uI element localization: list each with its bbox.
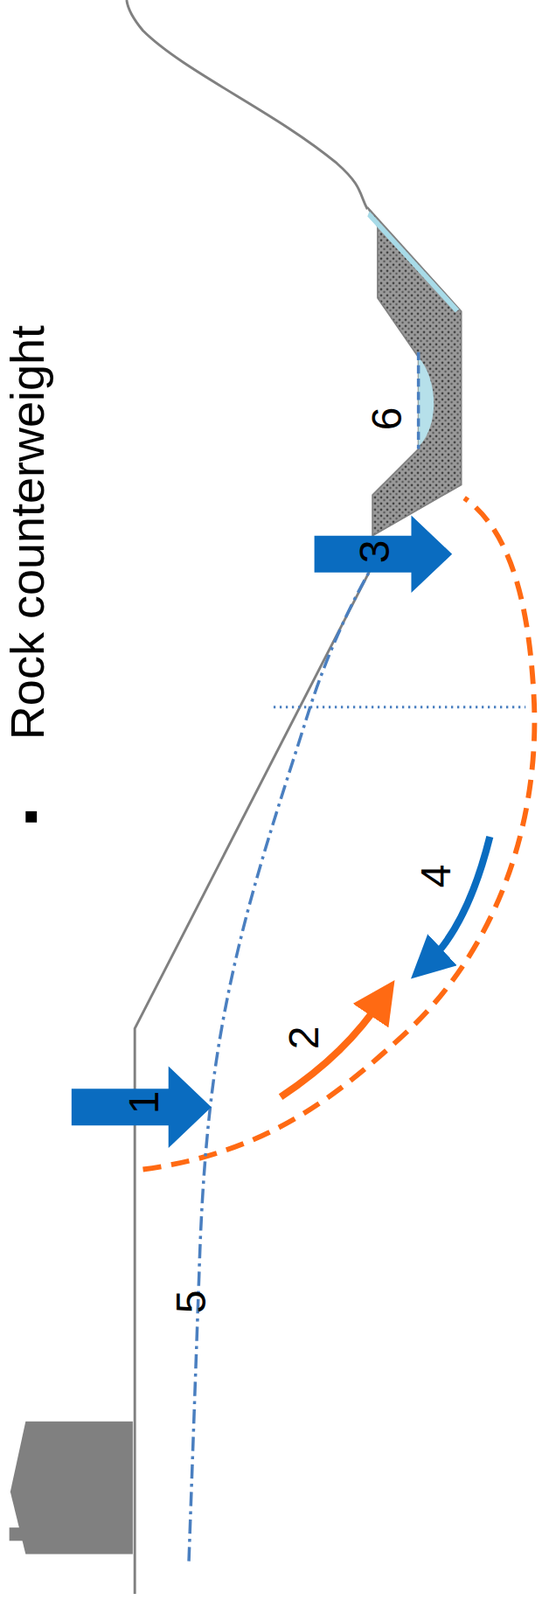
callout-number: 4 <box>416 863 459 888</box>
callout-number: 6 <box>367 406 410 431</box>
water-level <box>416 352 421 450</box>
callout-number: 5 <box>171 1289 214 1314</box>
water-lens <box>418 356 435 447</box>
slip-surface <box>143 498 536 1170</box>
callout-number: 3 <box>354 539 397 563</box>
house <box>10 1421 133 1555</box>
water-film <box>367 211 459 313</box>
rock-counterweight <box>367 207 461 536</box>
callout-number: 2 <box>283 1026 326 1050</box>
title-text: Rock counterweight <box>4 325 52 740</box>
upper-terrain <box>126 0 368 209</box>
resisting-arrow <box>314 514 453 593</box>
chimney <box>9 1527 28 1541</box>
driving-arrow <box>280 997 383 1097</box>
callout-number: 1 <box>124 1090 167 1115</box>
bullet <box>25 811 37 823</box>
resisting-arrow <box>426 836 490 965</box>
load-arrow <box>71 1066 212 1148</box>
phreatic-line <box>188 571 370 1562</box>
